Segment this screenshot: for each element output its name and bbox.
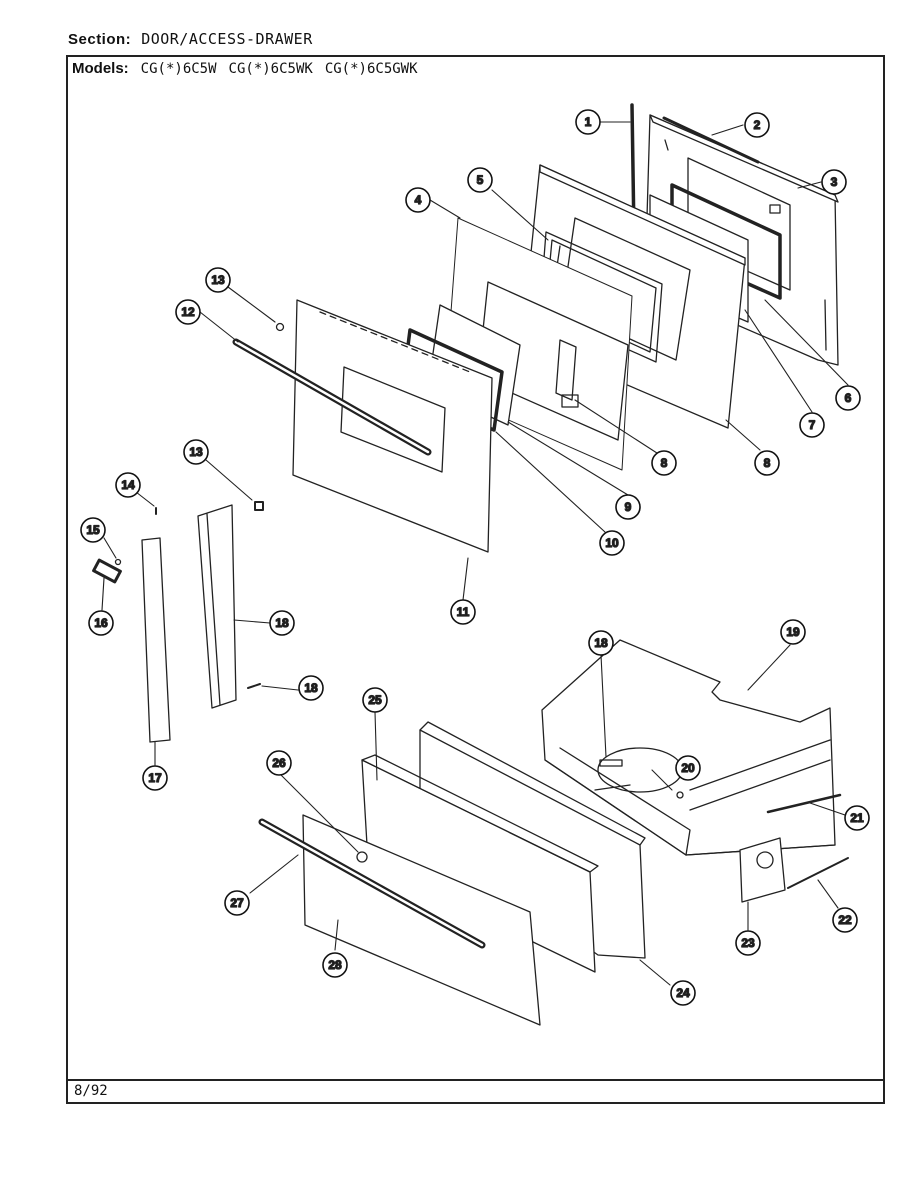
side-trim-left bbox=[141, 537, 171, 743]
callout-1: 7 bbox=[799, 412, 825, 438]
callout-15: 17 bbox=[142, 765, 168, 791]
svg-text:14: 14 bbox=[121, 478, 135, 492]
callout-21: 23 bbox=[735, 930, 761, 956]
svg-text:2: 2 bbox=[754, 118, 761, 132]
svg-text:28: 28 bbox=[328, 958, 342, 972]
side-trim-right bbox=[197, 504, 237, 709]
callout-5: 2 bbox=[744, 112, 770, 138]
svg-text:11: 11 bbox=[457, 605, 470, 619]
callout-18-side: 15 bbox=[80, 517, 106, 543]
callout-12: 28 bbox=[322, 952, 348, 978]
callout-23: 22 bbox=[832, 907, 858, 933]
svg-text:15: 15 bbox=[86, 523, 100, 537]
svg-text:1: 1 bbox=[585, 115, 592, 129]
svg-text:9: 9 bbox=[625, 500, 632, 514]
models-label: Models: bbox=[72, 60, 129, 77]
callout-25: 20 bbox=[675, 755, 701, 781]
diagram-frame: Models: CG(*)6C5W CG(*)6C5WK CG(*)6C5GWK 8/… bbox=[66, 55, 885, 1104]
footer-date: 8/92 bbox=[74, 1083, 108, 1099]
callout-4: 1 bbox=[575, 109, 601, 135]
svg-text:25: 25 bbox=[368, 693, 382, 707]
callout-26: 18 bbox=[269, 610, 295, 636]
callout-20: 18 bbox=[298, 675, 324, 701]
section-value: DOOR/ACCESS-DRAWER bbox=[141, 30, 313, 48]
callout-16: 19 bbox=[780, 619, 806, 645]
svg-text:8: 8 bbox=[661, 456, 668, 470]
clip-27 bbox=[254, 501, 264, 511]
callout-8-drawer: 27 bbox=[224, 890, 250, 916]
drawer-rail bbox=[766, 793, 842, 814]
callout-27: 13 bbox=[183, 439, 209, 465]
svg-text:4: 4 bbox=[415, 193, 422, 207]
callout-9: 5 bbox=[467, 167, 493, 193]
svg-text:13: 13 bbox=[189, 445, 203, 459]
callout-11: 8 bbox=[754, 450, 780, 476]
door-outer-panel bbox=[292, 299, 493, 553]
callout-6: 9 bbox=[615, 494, 641, 520]
callout-19: 24 bbox=[670, 980, 696, 1006]
svg-text:10: 10 bbox=[605, 536, 619, 550]
svg-text:26: 26 bbox=[272, 756, 286, 770]
svg-text:21: 21 bbox=[850, 811, 864, 825]
svg-text:8: 8 bbox=[764, 456, 771, 470]
callout-3: 11 bbox=[450, 599, 476, 625]
svg-text:13: 13 bbox=[211, 273, 225, 287]
spring-clip bbox=[92, 558, 122, 584]
svg-text:3: 3 bbox=[831, 175, 838, 189]
drawer-front bbox=[302, 814, 541, 1026]
callout-8-door: 12 bbox=[175, 299, 201, 325]
svg-text:6: 6 bbox=[845, 391, 852, 405]
section-label: Section: bbox=[68, 31, 132, 48]
callout-18-door: 13 bbox=[205, 267, 231, 293]
callout-13-upper: 6 bbox=[835, 385, 861, 411]
svg-text:16: 16 bbox=[94, 616, 108, 630]
callout-7: 8 bbox=[651, 450, 677, 476]
drawer-bracket bbox=[739, 837, 786, 903]
svg-text:18: 18 bbox=[275, 616, 289, 630]
callout-24: 21 bbox=[844, 805, 870, 831]
section-title: Section: DOOR/ACCESS-DRAWER bbox=[68, 30, 313, 48]
callout-10: 3 bbox=[821, 169, 847, 195]
svg-text:18: 18 bbox=[594, 636, 608, 650]
model-1: CG(*)6C5W bbox=[140, 61, 217, 77]
callout-14: 16 bbox=[88, 610, 114, 636]
svg-text:19: 19 bbox=[786, 625, 800, 639]
models-line: Models: CG(*)6C5W CG(*)6C5WK CG(*)6C5GWK bbox=[72, 60, 418, 77]
door-screw bbox=[275, 322, 285, 332]
model-3: CG(*)6C5GWK bbox=[324, 61, 418, 77]
svg-text:5: 5 bbox=[477, 173, 484, 187]
svg-text:27: 27 bbox=[230, 896, 244, 910]
callout-2: 4 bbox=[405, 187, 431, 213]
drawer-spring bbox=[787, 857, 849, 889]
callout-18-drawer: 26 bbox=[266, 750, 292, 776]
drawer-liner bbox=[361, 754, 599, 973]
svg-text:23: 23 bbox=[741, 936, 755, 950]
svg-text:7: 7 bbox=[809, 418, 816, 432]
door-top-trim bbox=[662, 116, 760, 164]
callout-28: 14 bbox=[115, 472, 141, 498]
drawer-body bbox=[541, 639, 836, 856]
svg-text:20: 20 bbox=[681, 761, 695, 775]
svg-text:24: 24 bbox=[676, 986, 690, 1000]
svg-text:17: 17 bbox=[148, 771, 162, 785]
screw-20 bbox=[247, 683, 261, 689]
callout-22: 18 bbox=[588, 630, 614, 656]
callout-13-lower: 10 bbox=[599, 530, 625, 556]
footer-divider bbox=[68, 1079, 883, 1081]
leader-lines bbox=[101, 121, 849, 986]
model-2: CG(*)6C5WK bbox=[228, 61, 313, 77]
svg-text:22: 22 bbox=[838, 913, 852, 927]
svg-text:12: 12 bbox=[181, 305, 195, 319]
svg-text:18: 18 bbox=[304, 681, 318, 695]
callout-17: 25 bbox=[362, 687, 388, 713]
